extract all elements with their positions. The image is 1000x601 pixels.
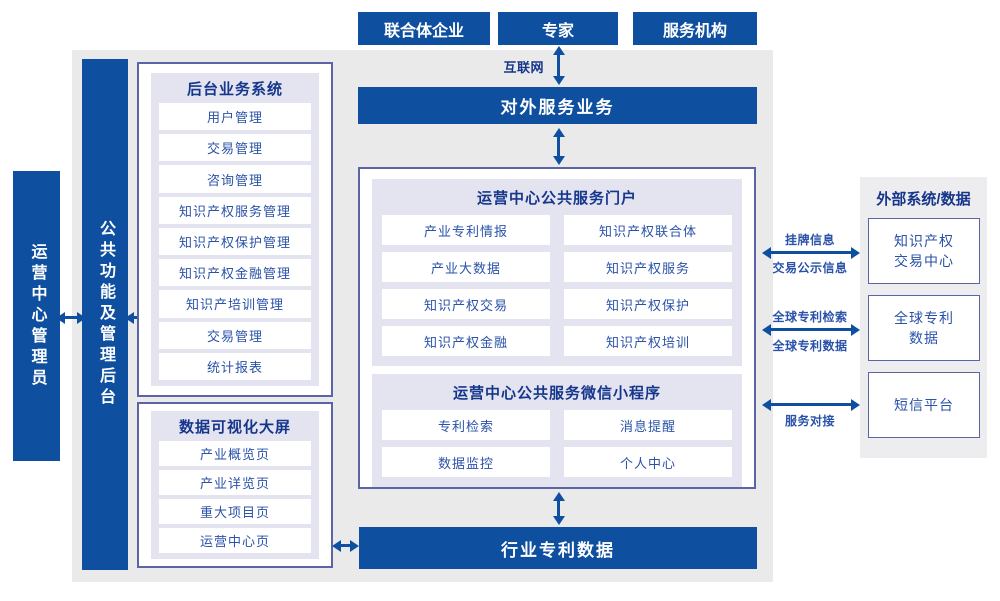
- service-connect-label: 服务对接: [784, 414, 835, 428]
- backend-system-items: 用户管理 交易管理 咨询管理 知识产权服务管理 知识产权保护管理 知识产权金融管…: [151, 103, 319, 380]
- dataviz-items: 产业概览页 产业详览页 重大项目页 运营中心页: [151, 441, 319, 553]
- external-box-sms-platform: 短信平台: [868, 372, 980, 438]
- backend-system-title: 后台业务系统: [186, 81, 283, 98]
- dataviz-item: 重大项目页: [159, 499, 311, 524]
- backend-system-box: 后台业务系统 用户管理 交易管理 咨询管理 知识产权服务管理 知识产权保护管理 …: [137, 62, 333, 397]
- miniprogram-items: 专利检索 消息提醒 数据监控 个人中心: [382, 410, 732, 477]
- portal-item: 知识产权联合体: [564, 215, 732, 245]
- dataviz-item: 运营中心页: [159, 528, 311, 553]
- portal-item: 产业大数据: [382, 252, 550, 282]
- arrow-center-to-patent-data: [557, 501, 560, 516]
- actor-service-organization: 服务机构: [633, 12, 757, 45]
- arrow-ip-trading-center: [771, 251, 851, 254]
- backend-item: 知识产权金融管理: [159, 259, 311, 287]
- operation-center-box: 运营中心公共服务门户 产业专利情报 知识产权联合体 产业大数据 知识产权服务 知…: [358, 167, 756, 489]
- listing-info-label: 挂牌信息: [784, 233, 835, 247]
- arrow-global-patent-data: [771, 328, 851, 331]
- dataviz-title: 数据可视化大屏: [178, 419, 291, 436]
- operation-center-admin-bar: 运营中心管理员: [13, 171, 60, 461]
- arrow-external-service-to-portal: [557, 137, 560, 156]
- global-patent-data-label: 全球专利数据: [772, 339, 848, 353]
- miniprogram-section: 运营中心公共服务微信小程序 专利检索 消息提醒 数据监控 个人中心: [372, 374, 742, 487]
- miniprogram-item: 个人中心: [564, 447, 732, 477]
- internet-label: 互联网: [503, 60, 544, 75]
- arrow-admin-to-backend: [65, 316, 77, 319]
- backend-item: 知识产权服务管理: [159, 196, 311, 224]
- actor-expert: 专家: [498, 12, 618, 45]
- portal-item: 知识产权交易: [382, 289, 550, 319]
- dataviz-item: 产业概览页: [159, 441, 311, 466]
- external-panel-title: 外部系统/数据: [876, 191, 971, 208]
- backend-item: 咨询管理: [159, 165, 311, 193]
- portal-item: 知识产权培训: [564, 326, 732, 356]
- arrow-expert-to-external-service: [557, 55, 560, 76]
- portal-item: 知识产权保护: [564, 289, 732, 319]
- global-patent-search-label: 全球专利检索: [772, 310, 848, 324]
- portal-item: 知识产权服务: [564, 252, 732, 282]
- external-box-global-patent-data: 全球专利 数据: [868, 295, 980, 361]
- backend-item: 交易管理: [159, 321, 311, 349]
- portal-title: 运营中心公共服务门户: [476, 190, 637, 207]
- portal-item: 知识产权金融: [382, 326, 550, 356]
- external-box-ip-trading-center: 知识产权 交易中心: [868, 218, 980, 284]
- arrow-sms-platform: [771, 403, 851, 406]
- portal-items: 产业专利情报 知识产权联合体 产业大数据 知识产权服务 知识产权交易 知识产权保…: [382, 215, 732, 356]
- dataviz-item: 产业详览页: [159, 470, 311, 495]
- dataviz-screen-box: 数据可视化大屏 产业概览页 产业详览页 重大项目页 运营中心页: [137, 402, 333, 568]
- backend-item: 知识产培训管理: [159, 290, 311, 318]
- backend-item: 用户管理: [159, 103, 311, 131]
- backend-item: 知识产权保护管理: [159, 227, 311, 256]
- backend-item: 交易管理: [159, 134, 311, 162]
- actor-consortium-enterprise: 联合体企业: [358, 12, 490, 45]
- miniprogram-item: 数据监控: [382, 447, 550, 477]
- arrow-dataviz-to-patent-data: [341, 544, 350, 547]
- miniprogram-item: 消息提醒: [564, 410, 732, 440]
- public-function-backend-bar: 公共功能及管理后台: [82, 59, 128, 570]
- backend-item: 统计报表: [159, 352, 311, 380]
- miniprogram-title: 运营中心公共服务微信小程序: [452, 385, 661, 402]
- external-service-bar: 对外服务业务: [358, 87, 757, 124]
- portal-section: 运营中心公共服务门户 产业专利情报 知识产权联合体 产业大数据 知识产权服务 知…: [372, 179, 742, 366]
- trade-publicity-label: 交易公示信息: [772, 261, 848, 275]
- industry-patent-data-bar: 行业专利数据: [359, 527, 757, 569]
- miniprogram-item: 专利检索: [382, 410, 550, 440]
- portal-item: 产业专利情报: [382, 215, 550, 245]
